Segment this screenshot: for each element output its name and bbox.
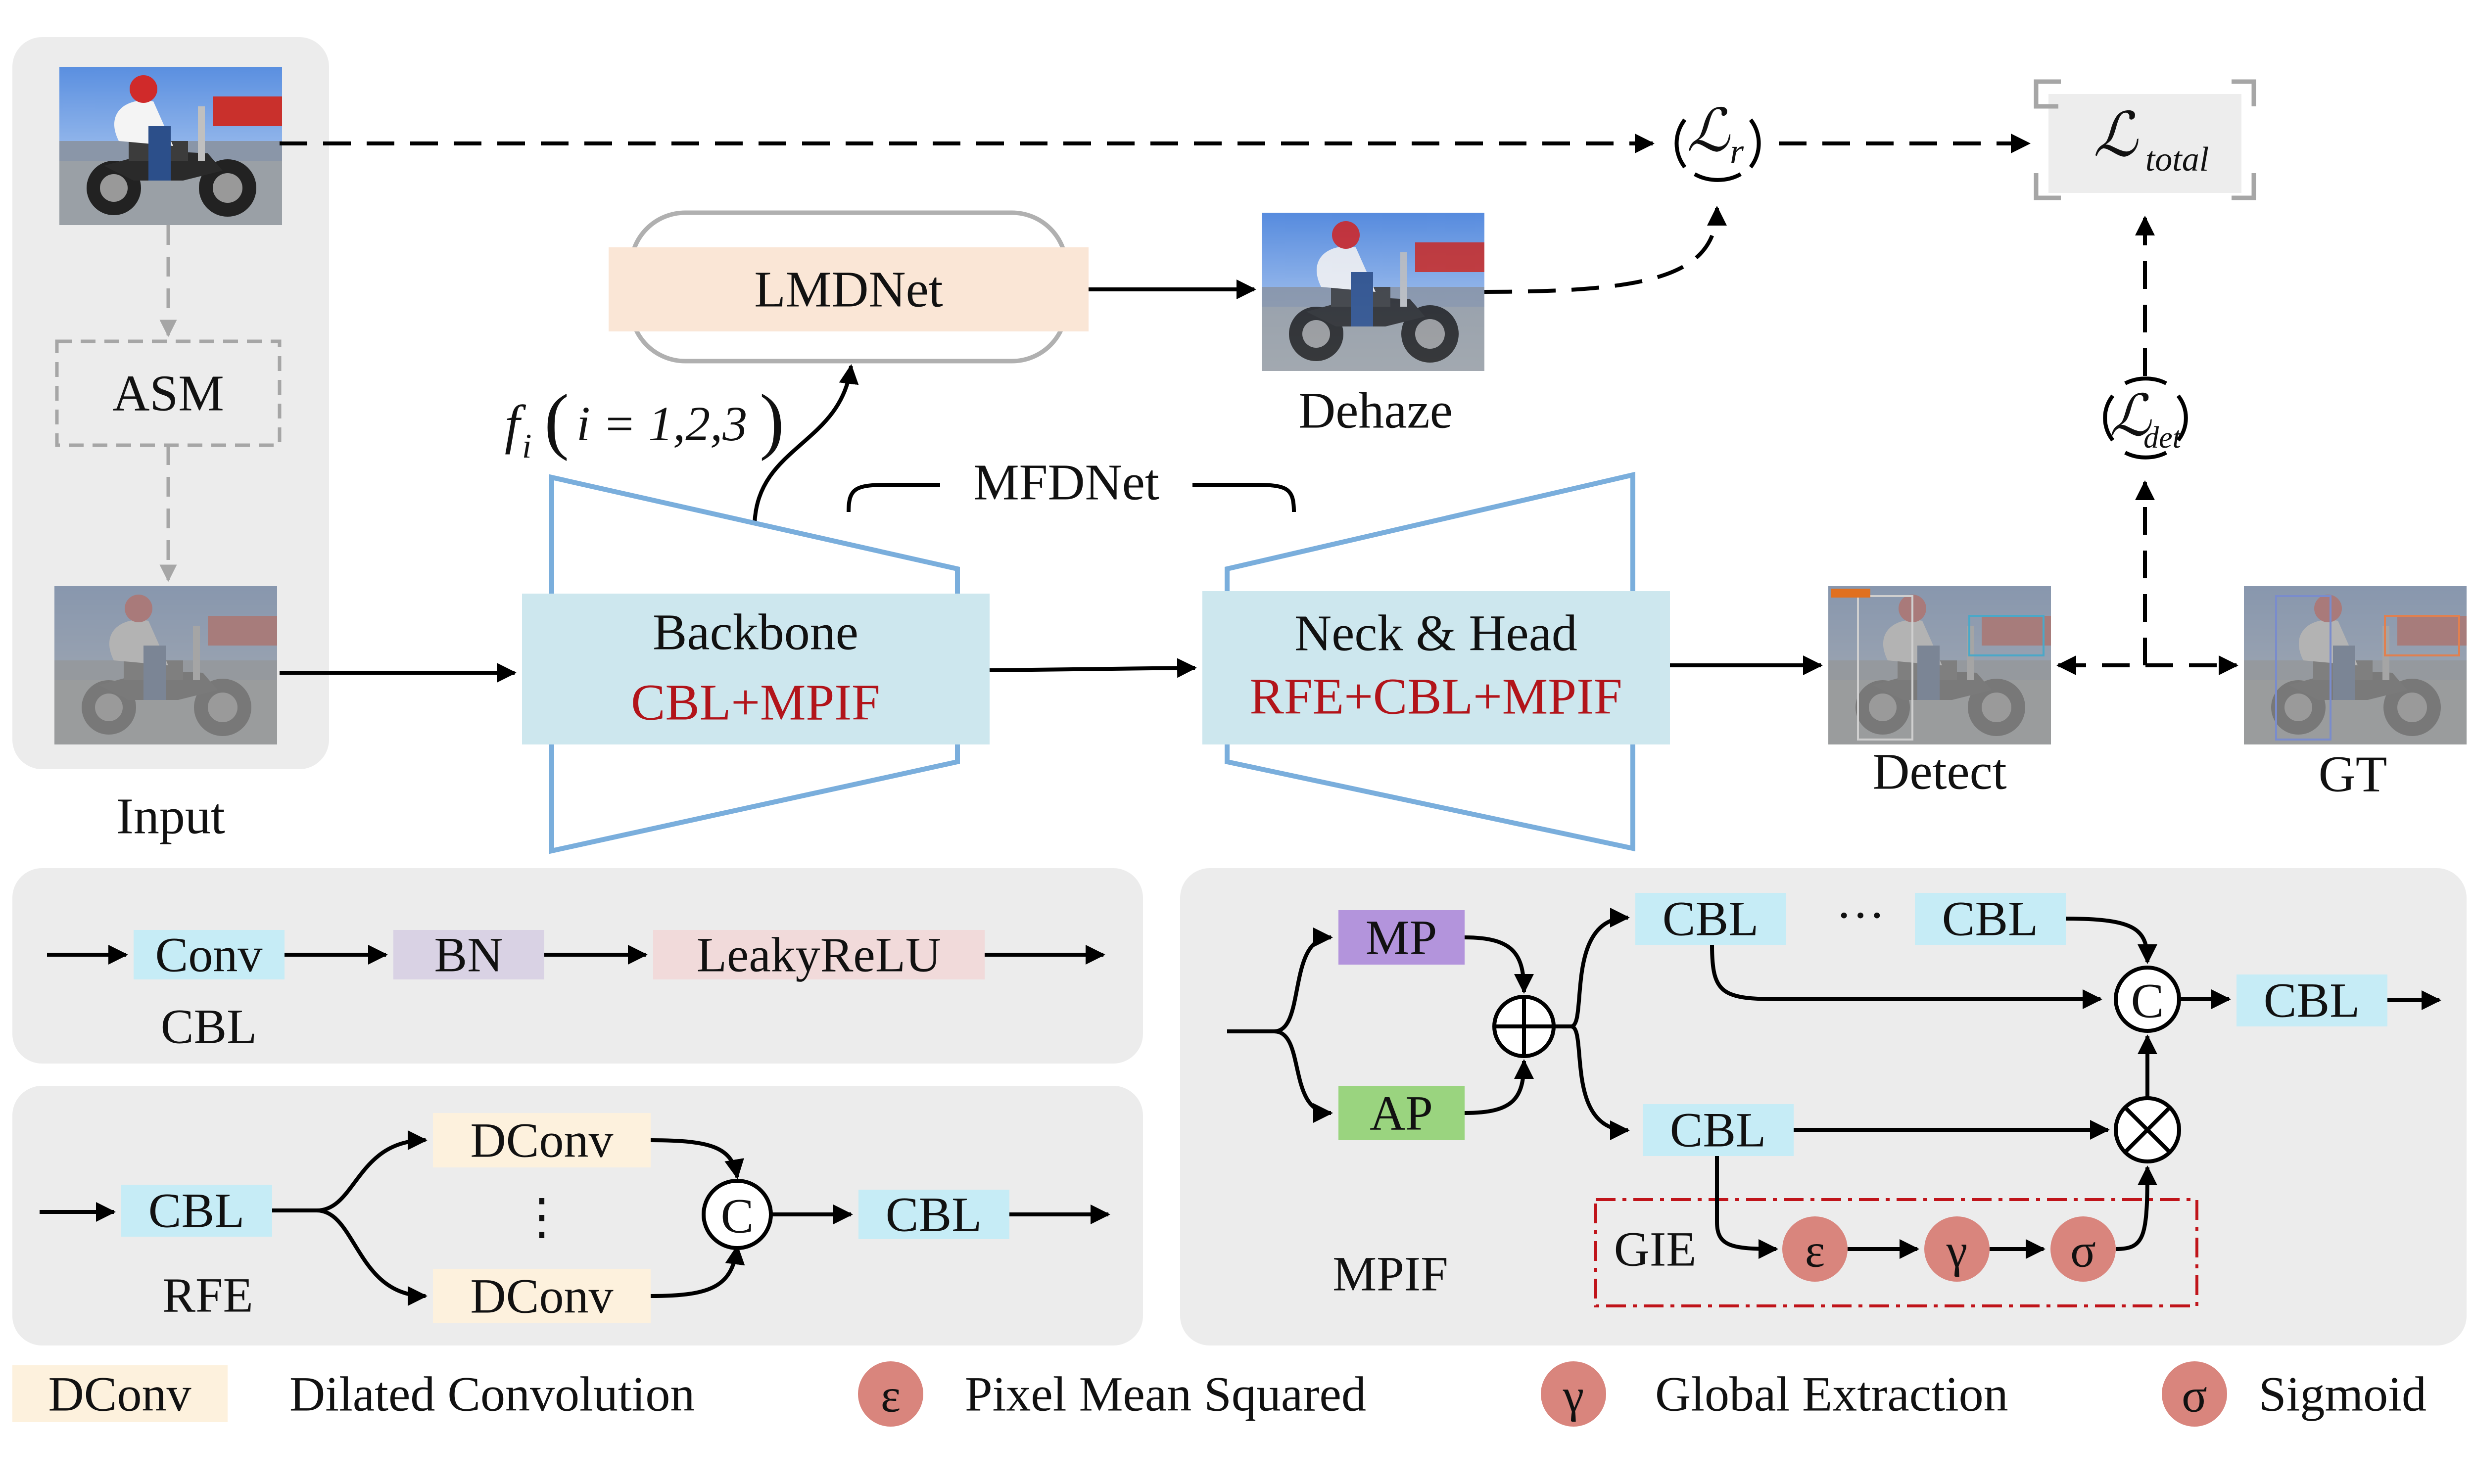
backbone-modules: CBL+MPIF: [631, 674, 880, 731]
gt-label: GT: [2319, 746, 2387, 803]
gie-label: GIE: [1614, 1222, 1697, 1277]
arrow-dehaze-to-lr: [1484, 206, 1727, 294]
cbl-module-name: CBL: [161, 999, 257, 1054]
cbl-module-panel: Conv BN LeakyReLU CBL: [12, 868, 1143, 1064]
mpif-cbl-a: CBL: [1663, 891, 1759, 946]
neck-head-modules: RFE+CBL+MPIF: [1249, 668, 1622, 725]
dehaze-image: [1262, 213, 1484, 371]
arrow-features-to-lmdnet: [753, 364, 859, 525]
cbl-step-conv: Conv: [155, 928, 263, 982]
mfdnet-brace-left: [847, 483, 940, 512]
loss-total-symbol: ℒ: [2093, 101, 2139, 169]
rfe-output-cbl: CBL: [886, 1187, 982, 1242]
legend-sigma-text: Sigmoid: [2259, 1367, 2426, 1422]
gie-op-epsilon: ε: [1805, 1224, 1825, 1277]
feature-args: i = 1,2,3: [576, 396, 747, 451]
mpif-cbl-b: CBL: [1942, 891, 2038, 946]
legend-sigma-key: σ: [2182, 1369, 2207, 1422]
feature-label: f i ( i = 1,2,3 ): [505, 379, 784, 465]
detect-label: Detect: [1872, 743, 2006, 800]
rfe-concat-symbol: C: [721, 1189, 754, 1244]
loss-det-symbol: ℒ: [2109, 385, 2152, 448]
legend-dconv-text: Dilated Convolution: [289, 1367, 695, 1422]
rfe-dconv-top: DConv: [471, 1113, 614, 1168]
loss-det: ℒ det: [2103, 376, 2188, 460]
mfdnet-brace-right: [1192, 483, 1296, 512]
loss-r-symbol: ℒ: [1687, 98, 1731, 164]
input-panel: ASM Input: [12, 37, 329, 845]
gt-image: [2244, 586, 2467, 744]
gie-box: [1594, 1198, 2198, 1307]
mpif-module-name: MPIF: [1332, 1247, 1448, 1301]
legend-gamma-key: γ: [1563, 1369, 1584, 1422]
backbone-title: Backbone: [653, 604, 858, 661]
rfe-ellipsis: ⋮: [517, 1190, 567, 1245]
gie-op-gamma: γ: [1946, 1224, 1967, 1277]
mpif-concat-symbol: C: [2131, 974, 2164, 1028]
backbone-block: Backbone CBL+MPIF: [522, 594, 990, 744]
loss-total-box: ℒ total: [2034, 79, 2256, 200]
lmdnet-label: LMDNet: [754, 261, 943, 318]
rfe-module-name: RFE: [162, 1268, 253, 1323]
mpif-ellipsis: ···: [1836, 888, 1885, 943]
lmdnet-block: LMDNet: [609, 210, 1089, 364]
input-hazy-image: [54, 586, 277, 744]
input-clear-image: [59, 67, 282, 225]
asm-label: ASM: [112, 365, 224, 422]
mpif-cbl-c: CBL: [1670, 1103, 1766, 1158]
legend-epsilon-text: Pixel Mean Squared: [965, 1367, 1366, 1422]
rfe-input-cbl: CBL: [148, 1183, 244, 1238]
legend-gamma-text: Global Extraction: [1655, 1367, 2008, 1422]
cbl-step-leakyrelu: LeakyReLU: [697, 928, 941, 982]
input-label: Input: [116, 788, 225, 845]
loss-det-subscript: det: [2143, 421, 2182, 455]
loss-r: ℒ r: [1674, 98, 1761, 182]
gie-op-sigma: σ: [2070, 1224, 2096, 1277]
mpif-output-cbl: CBL: [2264, 973, 2360, 1028]
legend-epsilon-key: ε: [881, 1369, 901, 1422]
dehaze-label: Dehaze: [1298, 382, 1453, 439]
mpif-module-panel: MP AP CBL ··· CBL C CBL CBL: [1180, 868, 2467, 1345]
rfe-dconv-bottom: DConv: [471, 1269, 614, 1324]
loss-r-subscript: r: [1730, 132, 1744, 171]
mpif-max-pool: MP: [1366, 910, 1437, 965]
mfdnet-label: MFDNet: [973, 454, 1159, 511]
detect-image: [1828, 586, 2051, 744]
feature-subscript: i: [522, 427, 531, 465]
rfe-module-panel: CBL DConv ⋮ DConv C CBL RFE: [12, 1086, 1143, 1345]
loss-total-subscript: total: [2145, 140, 2209, 179]
feature-open-paren: (: [544, 379, 569, 462]
arrow-backbone-to-neck: [989, 658, 1197, 678]
feature-close-paren: ): [760, 379, 784, 462]
cbl-step-bn: BN: [434, 928, 503, 982]
legend-dconv-key: DConv: [48, 1367, 191, 1422]
neck-head-title: Neck & Head: [1294, 605, 1577, 662]
legend: DConv Dilated Convolution ε Pixel Mean S…: [12, 1361, 2426, 1427]
neck-head-block: Neck & Head RFE+CBL+MPIF: [1202, 591, 1670, 744]
mpif-avg-pool: AP: [1370, 1086, 1433, 1141]
